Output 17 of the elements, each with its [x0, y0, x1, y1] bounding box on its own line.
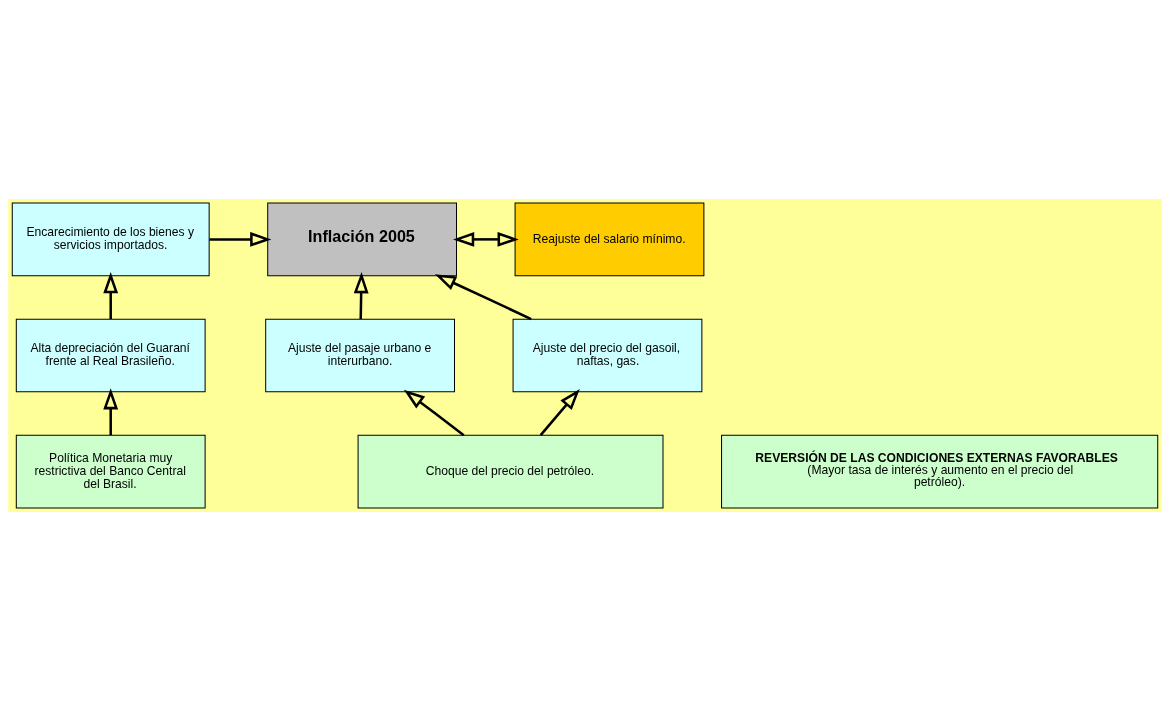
node-box: Choque del precio del petróleo. [357, 434, 664, 508]
node-box: Inflación 2005 [267, 202, 458, 276]
node-box: Ajuste del precio del gasoil, naftas, gas. [512, 318, 703, 392]
node-box: Encarecimiento de los bienes y servicios importados. [11, 202, 210, 276]
arrow [353, 271, 369, 319]
node-box: Política Monetaria muy restrictiva del Banco Central del Brasil. [15, 434, 206, 508]
arrow [103, 271, 119, 319]
arrow [453, 231, 519, 247]
arrow [103, 387, 119, 435]
arrow [209, 231, 272, 247]
node-box: Alta depreciación del Guaraní frente al Real Brasileño. [15, 318, 206, 392]
arrow [434, 273, 532, 320]
node-box: Ajuste del pasaje urbano e interurbano. [265, 318, 455, 392]
arrow [539, 388, 580, 436]
arrow [403, 389, 465, 436]
node-box: REVERSIÓN DE LAS CONDICIONES EXTERNAS FAVORABLES (Mayor tasa de interés y aumento en el precio del petróleo). [721, 434, 1159, 508]
node-box: Reajuste del salario mínimo. [514, 202, 705, 276]
